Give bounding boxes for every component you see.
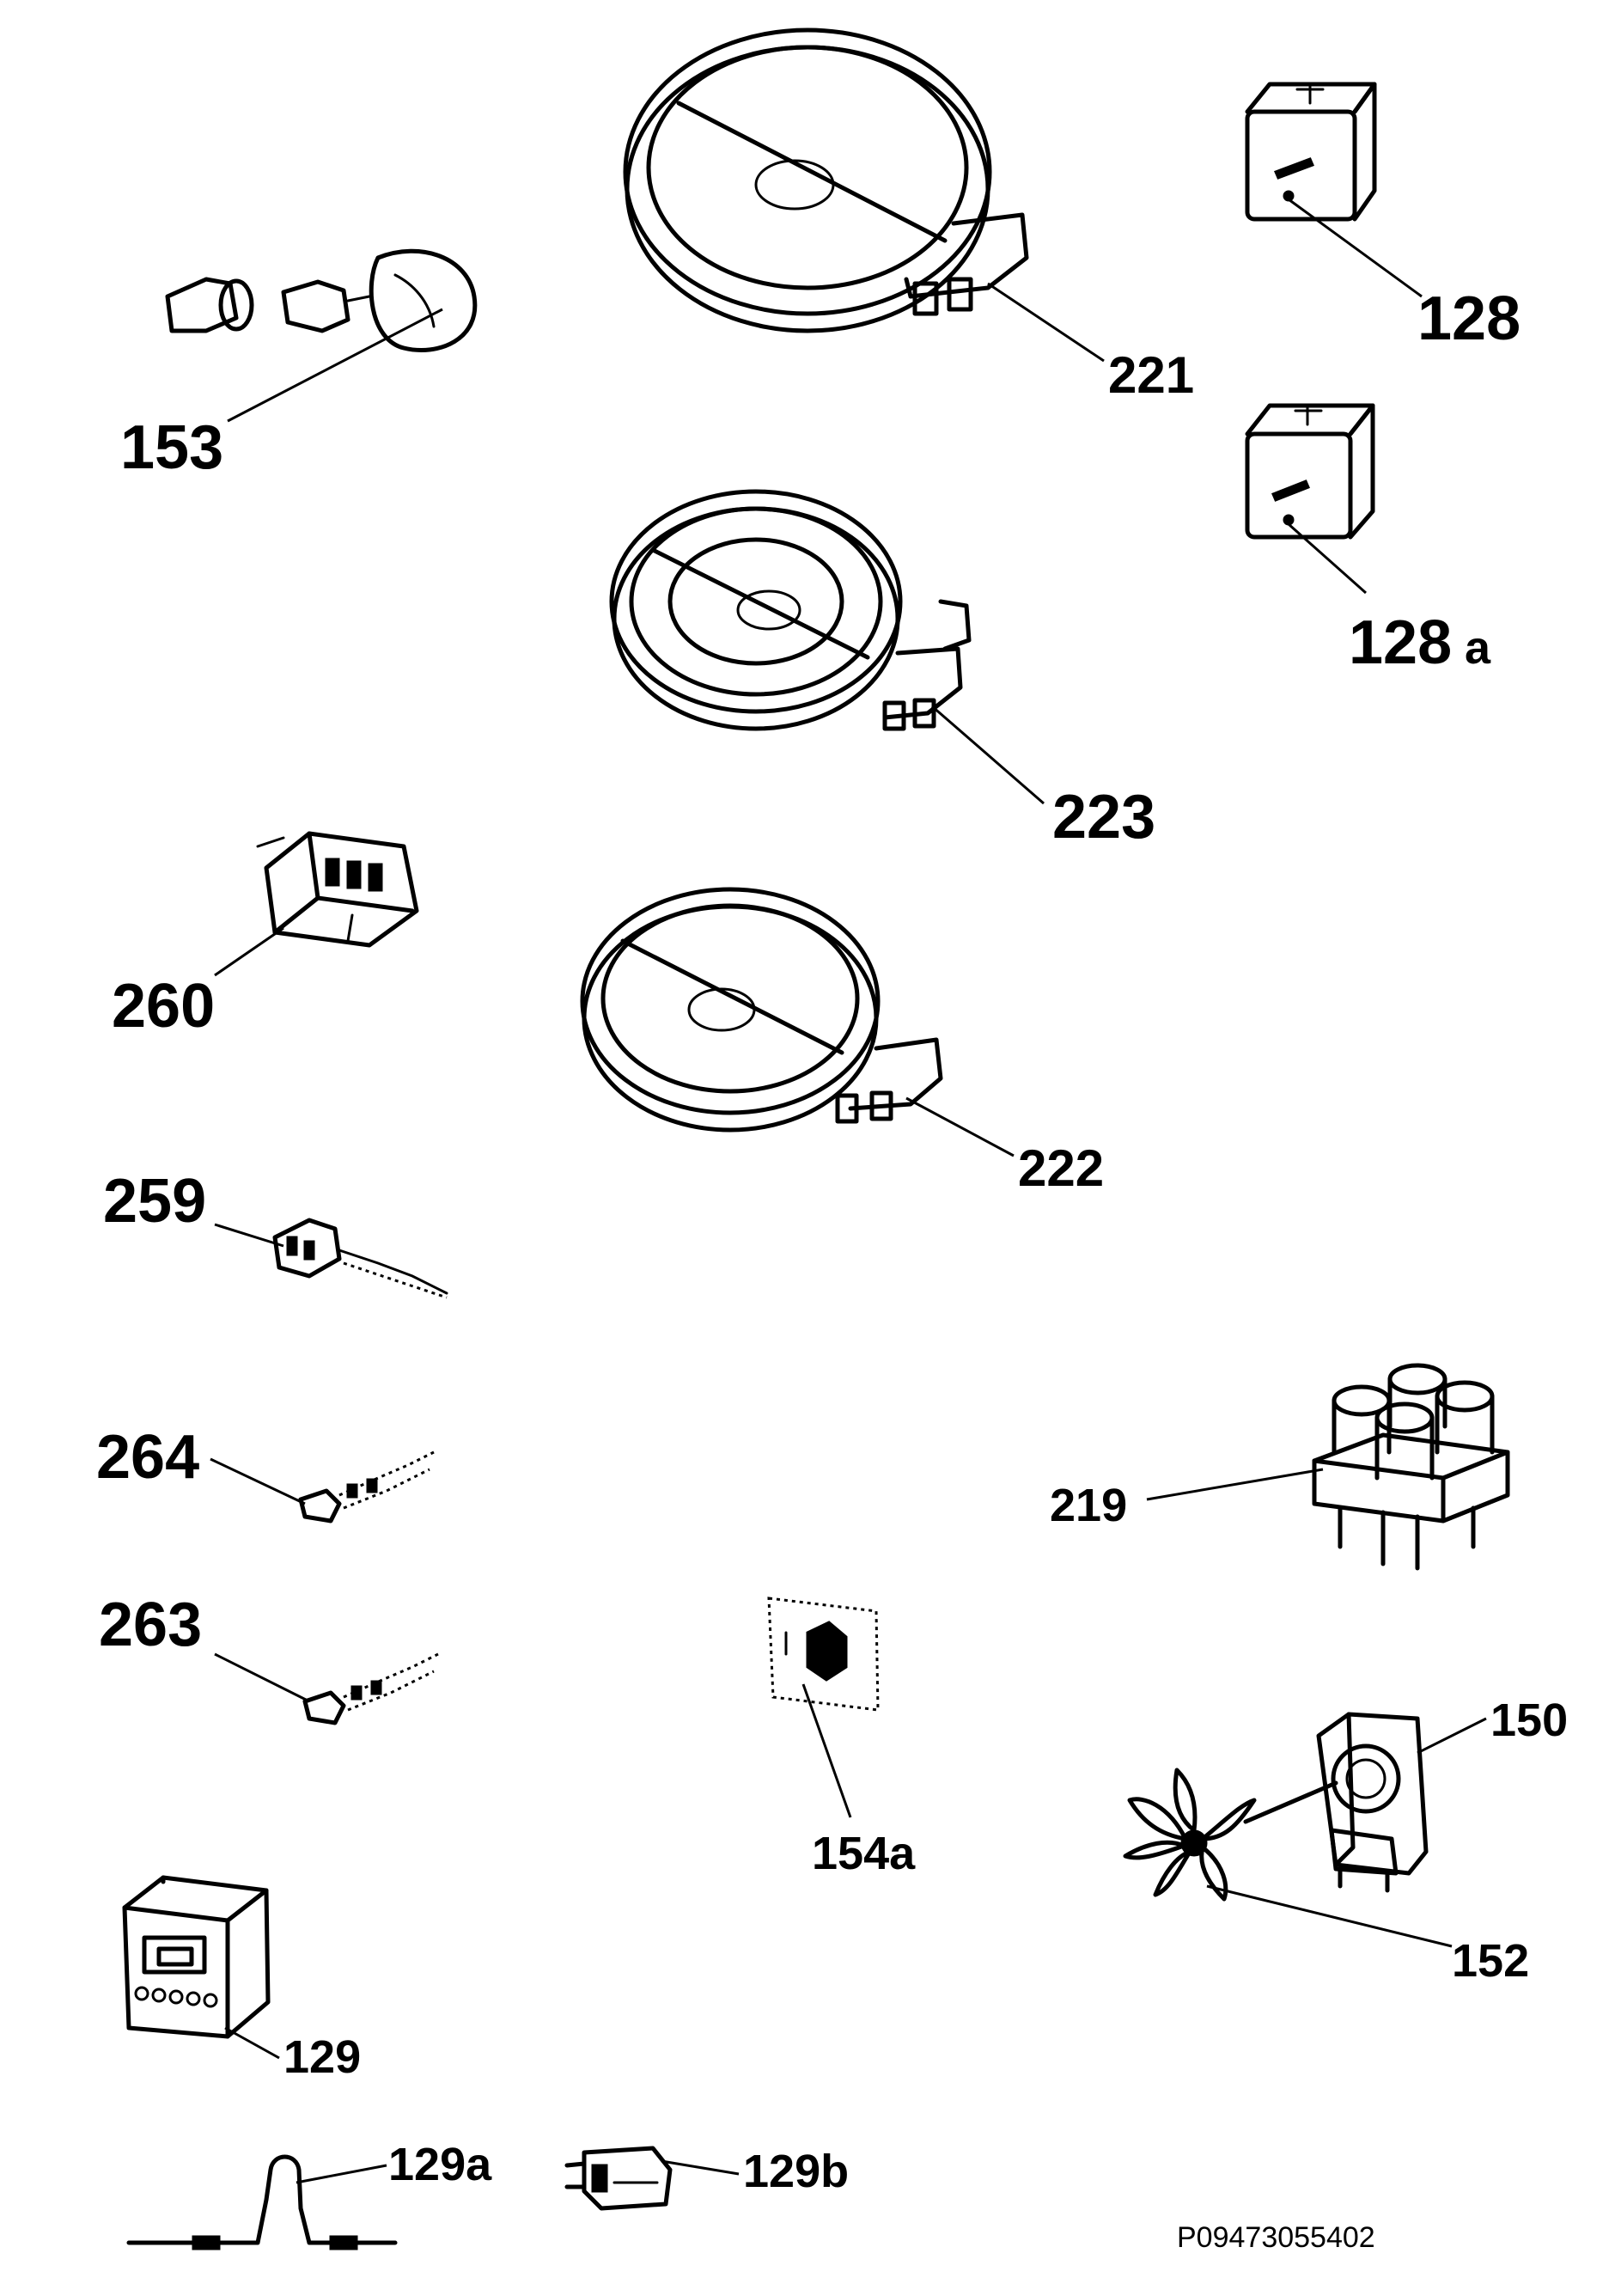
timer-129 xyxy=(122,1875,271,2039)
label-221: 221 xyxy=(1108,346,1194,404)
label-260: 260 xyxy=(112,972,215,1041)
switch-263 xyxy=(302,1652,439,1725)
hotplate-221 xyxy=(623,27,1029,333)
label-152: 152 xyxy=(1452,1935,1529,1987)
leader-129b xyxy=(661,2159,740,2176)
leader-259 xyxy=(214,1223,284,1248)
leader-222 xyxy=(905,1096,1015,1157)
label-129b: 129b xyxy=(743,2146,849,2197)
relay-129b xyxy=(564,2146,673,2211)
wire-loop-129a xyxy=(126,2154,398,2250)
label-264: 264 xyxy=(96,1423,199,1492)
leader-263 xyxy=(214,1652,310,1703)
label-222: 222 xyxy=(1018,1139,1104,1197)
capacitor-block-219 xyxy=(1312,1363,1510,1571)
leader-128a xyxy=(1288,522,1367,595)
hotplate-223 xyxy=(609,489,972,731)
label-128a-suffix: a xyxy=(1465,622,1491,674)
oven-lamp-153 xyxy=(165,248,478,352)
label-219: 219 xyxy=(1050,1480,1127,1531)
label-263: 263 xyxy=(99,1591,202,1659)
leader-129a xyxy=(296,2164,387,2184)
label-154a: 154a xyxy=(812,1828,916,1879)
label-129a: 129a xyxy=(388,2139,492,2190)
leader-128 xyxy=(1288,198,1423,298)
switch-259 xyxy=(272,1218,448,1299)
leader-219 xyxy=(1146,1468,1324,1501)
leader-221 xyxy=(987,282,1105,363)
leader-153 xyxy=(227,308,443,423)
label-259: 259 xyxy=(103,1167,206,1236)
leader-150 xyxy=(1417,1717,1487,1755)
leader-154a xyxy=(801,1683,852,1818)
drawing-code: P09473055402 xyxy=(1177,2221,1375,2254)
label-223: 223 xyxy=(1052,783,1155,852)
label-153: 153 xyxy=(120,413,223,482)
switch-264 xyxy=(298,1450,435,1524)
leader-264 xyxy=(210,1457,306,1505)
selector-switch-260 xyxy=(256,831,419,948)
leader-260 xyxy=(214,926,284,977)
leader-152 xyxy=(1206,1884,1453,1948)
fan-motor-150 xyxy=(1243,1712,1429,1893)
leader-129 xyxy=(224,2026,280,2060)
label-128a: 128 xyxy=(1349,608,1452,677)
hotplate-222 xyxy=(580,887,943,1133)
fan-blade-152 xyxy=(1123,1768,1257,1902)
label-129: 129 xyxy=(283,2031,361,2083)
leader-223 xyxy=(931,705,1045,805)
regulator-128 xyxy=(1245,82,1377,222)
lamp-cover-154a xyxy=(767,1597,880,1712)
label-128: 128 xyxy=(1417,284,1521,353)
regulator-128a xyxy=(1245,403,1375,540)
label-150: 150 xyxy=(1490,1695,1568,1746)
